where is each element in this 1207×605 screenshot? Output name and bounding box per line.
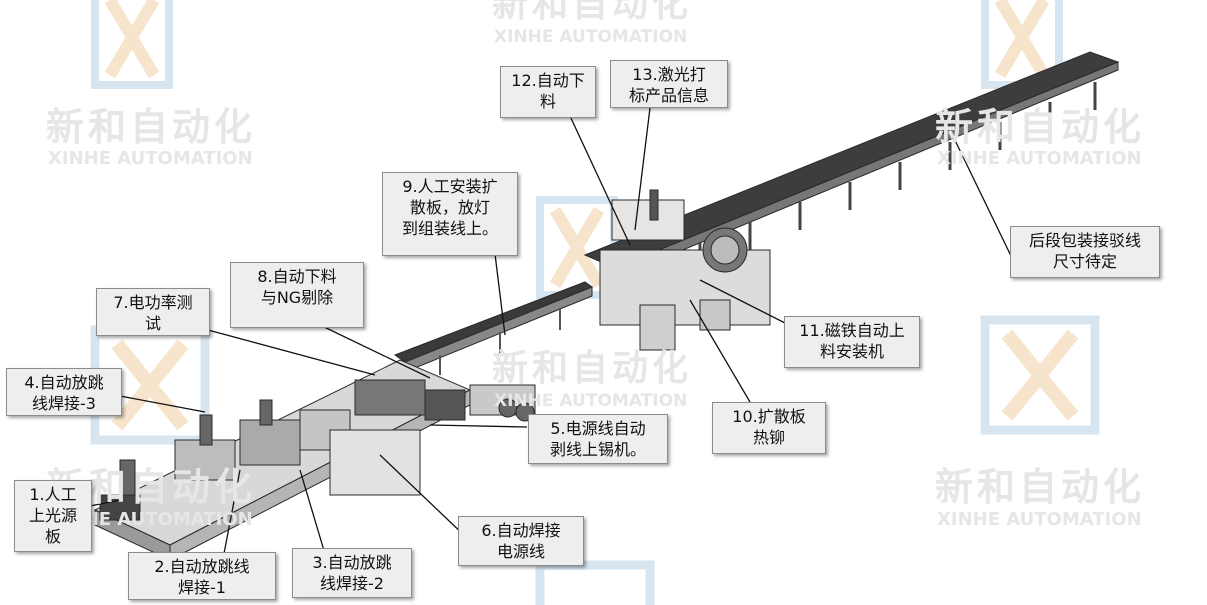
callout-6-auto-weld-power-cord: 6.自动焊接 电源线 xyxy=(458,516,584,566)
station-10-11 xyxy=(599,249,771,326)
watermark-brand-en: XINHE AUTOMATION xyxy=(494,391,687,411)
watermark-brand-en: XINHE AUTOMATION xyxy=(48,509,253,530)
callout-9-manual-diffuser-install: 9.人工安装扩 散板，放灯 到组装线上。 xyxy=(382,172,518,256)
callout-2-auto-jumper-weld-1: 2.自动放跳线 焊接-1 xyxy=(128,552,276,600)
watermark-text: 新和自动化 XINHE AUTOMATION 新和自动化 XINHE AUTOM… xyxy=(46,0,1145,530)
watermark-brand-en: XINHE AUTOMATION xyxy=(48,148,253,169)
watermark-brand-cn: 新和自动化 xyxy=(492,348,692,389)
callout-1-manual-light-board: 1.人工 上光源 板 xyxy=(14,480,92,552)
watermark-brand-en: XINHE AUTOMATION xyxy=(937,509,1142,530)
callout-10-diffuser-heat-rivet: 10.扩散板 热铆 xyxy=(712,402,826,454)
watermark-brand-cn: 新和自动化 xyxy=(46,105,256,149)
watermark-brand-cn: 新和自动化 xyxy=(935,105,1145,149)
watermark-brand-cn: 新和自动化 xyxy=(935,465,1145,509)
callout-12-auto-unload: 12.自动下 料 xyxy=(500,66,596,118)
callout-5-power-cord-strip-tin: 5.电源线自动 剥线上锡机。 xyxy=(528,414,668,464)
callout-13-laser-marking: 13.激光打 标产品信息 xyxy=(610,60,728,108)
callout-3-auto-jumper-weld-2: 3.自动放跳 线焊接-2 xyxy=(292,548,412,598)
callout-4-auto-jumper-weld-3: 4.自动放跳 线焊接-3 xyxy=(6,368,122,416)
leader-lines xyxy=(89,107,1013,565)
callout-8-auto-unload-ng-reject: 8.自动下料 与NG剔除 xyxy=(230,262,364,328)
station-12-13 xyxy=(611,199,685,241)
watermark-brand-cn: 新和自动化 xyxy=(492,0,692,25)
callout-14-packaging-line: 后段包装接驳线 尺寸待定 xyxy=(1010,226,1160,278)
watermark-brand-en: XINHE AUTOMATION xyxy=(937,148,1142,169)
callout-7-power-test: 7.电功率测 试 xyxy=(96,288,210,336)
machine-assembly xyxy=(93,51,1120,561)
callout-11-magnet-auto-install: 11.磁铁自动上 料安装机 xyxy=(784,316,920,368)
watermark-brand-en: XINHE AUTOMATION xyxy=(494,27,687,47)
